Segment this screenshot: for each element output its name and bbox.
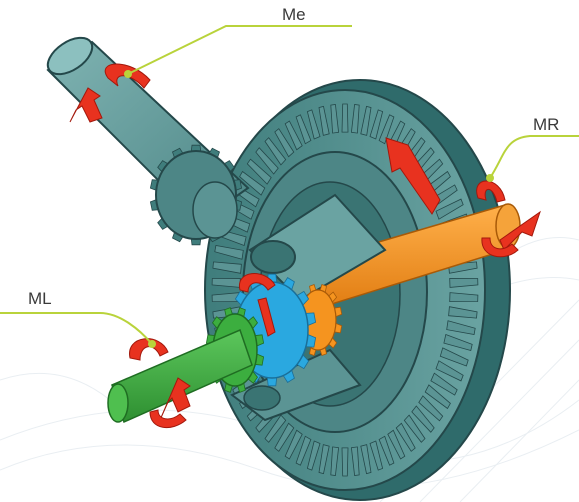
gear-tooth (318, 105, 330, 136)
gear-tooth (255, 147, 279, 175)
gear-tooth (214, 245, 244, 260)
gear-tooth (449, 277, 479, 288)
callout-dot-ml (148, 340, 156, 348)
gear-tooth (318, 444, 330, 475)
gear-tooth (443, 333, 473, 351)
spider-rotation-arrow (239, 273, 276, 293)
left-direction-arrow (159, 377, 191, 421)
callout-line-me (127, 25, 352, 75)
gear-tooth (395, 422, 416, 452)
gear-tooth (284, 120, 303, 151)
gear-tooth (446, 320, 476, 335)
gear-tooth (378, 114, 395, 145)
gear-tooth (306, 109, 321, 140)
gear-tooth (418, 395, 444, 422)
input-direction-arrow (69, 87, 103, 123)
right-arrow-tail (481, 237, 519, 258)
gear-tooth (403, 414, 426, 443)
gear-tooth (435, 198, 464, 220)
callout-lines (0, 25, 579, 345)
callout-dot-me (124, 70, 132, 78)
gear-tooth (212, 261, 242, 274)
gear-tooth (350, 446, 360, 476)
gear-tooth (264, 137, 287, 166)
left-output-shaft (107, 328, 253, 424)
gear-tooth (246, 158, 272, 185)
gear-tooth (439, 347, 469, 367)
gear-tooth (378, 435, 395, 466)
callout-line-mr (489, 135, 579, 179)
callout-line-ml (0, 312, 153, 345)
gear-tooth (411, 405, 435, 433)
right-rotation-arrow (476, 180, 506, 203)
rotation-arrows (69, 63, 541, 428)
gear-tooth (435, 360, 464, 382)
gear-tooth (264, 414, 287, 443)
gear-tooth (350, 104, 360, 134)
gear-tooth (424, 384, 451, 410)
gear-tooth (239, 170, 266, 196)
gear-tooth (448, 306, 478, 319)
label-mr: MR (533, 115, 559, 134)
gear-tooth (274, 422, 295, 452)
gear-tooth (330, 446, 340, 476)
gear-tooth (295, 114, 312, 145)
spider-direction-arrow (257, 297, 276, 337)
label-me: Me (282, 5, 306, 24)
left-rotation-arrow (129, 338, 169, 361)
callout-dot-mr (486, 174, 494, 182)
gear-tooth (360, 444, 372, 475)
gear-tooth (369, 440, 384, 471)
pinion-gear (149, 144, 243, 246)
gear-tooth (449, 292, 479, 303)
label-ml: ML (28, 289, 52, 308)
left-arrow-tail (149, 409, 187, 428)
ring-direction-arrow (385, 137, 441, 215)
gear-tooth (330, 104, 340, 134)
gear-tooth (274, 128, 295, 158)
gear-tooth (387, 429, 406, 460)
callout-dots (124, 70, 494, 348)
gear-tooth (369, 109, 384, 140)
gear-tooth (306, 440, 321, 471)
gear-tooth (284, 429, 303, 460)
gear-tooth (295, 435, 312, 466)
gear-tooth (360, 105, 372, 136)
gear-tooth (430, 372, 458, 396)
gear-tooth (341, 103, 349, 133)
gear-tooth (341, 447, 349, 477)
